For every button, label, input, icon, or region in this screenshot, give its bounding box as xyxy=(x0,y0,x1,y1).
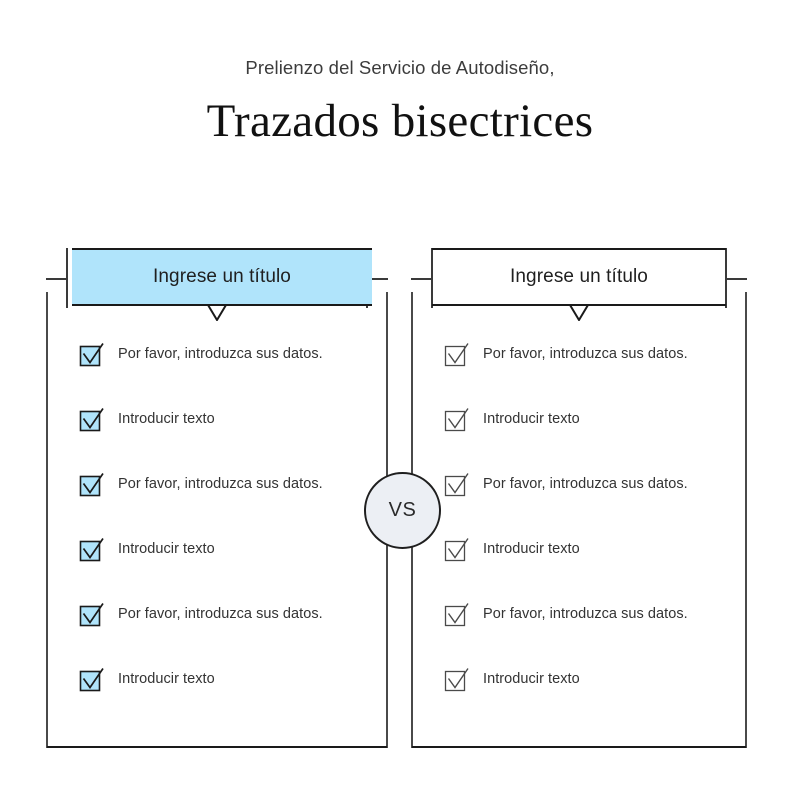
connector-tick-right xyxy=(726,278,747,280)
list-item[interactable]: Introducir texto xyxy=(443,535,737,563)
panel-right-body: Por favor, introduzca sus datos. Introdu… xyxy=(411,292,747,748)
panel-right-rail-right xyxy=(745,292,747,748)
panel-left-title-box[interactable]: Ingrese un título xyxy=(72,248,372,306)
list-item-label: Por favor, introduzca sus datos. xyxy=(118,606,323,622)
list-item[interactable]: Por favor, introduzca sus datos. xyxy=(443,600,737,628)
list-item-label: Por favor, introduzca sus datos. xyxy=(118,346,323,362)
list-item-label: Por favor, introduzca sus datos. xyxy=(118,476,323,492)
panel-left-body: Por favor, introduzca sus datos. Introdu… xyxy=(46,292,388,748)
panel-left-bottom-rule xyxy=(47,746,387,748)
panel-right-bottom-rule xyxy=(412,746,746,748)
list-item[interactable]: Por favor, introduzca sus datos. xyxy=(78,470,378,498)
checkbox-checked-icon[interactable] xyxy=(443,535,471,563)
checkbox-checked-icon[interactable] xyxy=(443,470,471,498)
checkbox-checked-icon[interactable] xyxy=(443,405,471,433)
header-bar-left xyxy=(431,248,433,308)
connector-tick-right xyxy=(367,278,388,280)
list-item-label: Introducir texto xyxy=(118,671,215,687)
checkbox-checked-icon[interactable] xyxy=(443,665,471,693)
page-title: Trazados bisectrices xyxy=(206,95,594,148)
panel-left-title-text: Ingrese un título xyxy=(153,266,291,287)
checkbox-checked-icon[interactable] xyxy=(78,470,106,498)
list-item-label: Introducir texto xyxy=(483,541,580,557)
list-item[interactable]: Por favor, introduzca sus datos. xyxy=(443,340,737,368)
connector-tick-left xyxy=(46,278,67,280)
list-item-label: Introducir texto xyxy=(483,411,580,427)
page-title-block: Prelienzo del Servicio de Autodiseño, Tr… xyxy=(0,57,800,148)
list-item-label: Introducir texto xyxy=(118,411,215,427)
chevron-down-icon xyxy=(207,304,227,321)
list-item[interactable]: Introducir texto xyxy=(443,405,737,433)
list-item[interactable]: Por favor, introduzca sus datos. xyxy=(78,340,378,368)
connector-tick-left xyxy=(411,278,432,280)
list-item-label: Por favor, introduzca sus datos. xyxy=(483,346,688,362)
checkbox-checked-icon[interactable] xyxy=(78,405,106,433)
list-item-label: Por favor, introduzca sus datos. xyxy=(483,476,688,492)
panel-right-header: Ingrese un título xyxy=(411,240,747,321)
list-item[interactable]: Introducir texto xyxy=(78,665,378,693)
panel-right-checklist: Por favor, introduzca sus datos. Introdu… xyxy=(443,340,737,693)
header-bar-left xyxy=(66,248,68,308)
list-item[interactable]: Introducir texto xyxy=(78,405,378,433)
panel-left-rail-left xyxy=(46,292,48,748)
header-bar-right xyxy=(725,248,727,308)
chevron-down-icon xyxy=(569,304,589,321)
page-subtitle: Prelienzo del Servicio de Autodiseño, xyxy=(245,57,555,78)
vs-badge-label: VS xyxy=(388,499,417,521)
list-item-label: Introducir texto xyxy=(483,671,580,687)
list-item[interactable]: Por favor, introduzca sus datos. xyxy=(78,600,378,628)
list-item[interactable]: Por favor, introduzca sus datos. xyxy=(443,470,737,498)
list-item[interactable]: Introducir texto xyxy=(78,535,378,563)
checkbox-checked-icon[interactable] xyxy=(78,535,106,563)
checkbox-checked-icon[interactable] xyxy=(78,340,106,368)
checkbox-checked-icon[interactable] xyxy=(443,340,471,368)
list-item-label: Introducir texto xyxy=(118,541,215,557)
panel-left-checklist: Por favor, introduzca sus datos. Introdu… xyxy=(78,340,378,693)
checkbox-checked-icon[interactable] xyxy=(78,600,106,628)
list-item[interactable]: Introducir texto xyxy=(443,665,737,693)
vs-badge: VS xyxy=(364,472,441,549)
panel-right-title-text: Ingrese un título xyxy=(510,266,648,287)
list-item-label: Por favor, introduzca sus datos. xyxy=(483,606,688,622)
panel-left-header: Ingrese un título xyxy=(46,240,388,321)
checkbox-checked-icon[interactable] xyxy=(443,600,471,628)
checkbox-checked-icon[interactable] xyxy=(78,665,106,693)
panel-right-title-box[interactable]: Ingrese un título xyxy=(432,248,726,306)
